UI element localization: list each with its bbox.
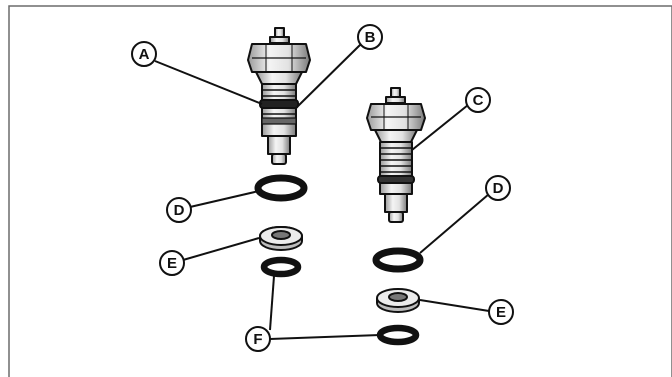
- right-washer: [376, 288, 420, 313]
- right-valve-core: [366, 87, 426, 223]
- callout-d-right: D: [485, 175, 511, 201]
- callout-d-left: D: [166, 197, 192, 223]
- svg-text:D: D: [493, 180, 504, 197]
- svg-text:F: F: [253, 331, 262, 348]
- left-o-ring-large: [254, 174, 308, 202]
- left-washer: [259, 226, 303, 251]
- callout-e-right: E: [488, 299, 514, 325]
- svg-text:C: C: [473, 92, 484, 109]
- leader-lines: [154, 43, 490, 340]
- right-o-ring-large: [372, 247, 424, 273]
- svg-text:B: B: [365, 29, 376, 46]
- svg-text:A: A: [139, 46, 150, 63]
- svg-text:E: E: [496, 304, 506, 321]
- diagram-frame: [8, 5, 672, 377]
- svg-text:E: E: [167, 255, 177, 272]
- callout-b: B: [357, 24, 383, 50]
- callout-a: A: [131, 41, 157, 67]
- left-valve-core: [247, 27, 311, 165]
- svg-text:D: D: [174, 202, 185, 219]
- callout-e-left: E: [159, 250, 185, 276]
- left-o-ring-small: [260, 256, 302, 278]
- callout-c: C: [465, 87, 491, 113]
- callout-f: F: [245, 326, 271, 352]
